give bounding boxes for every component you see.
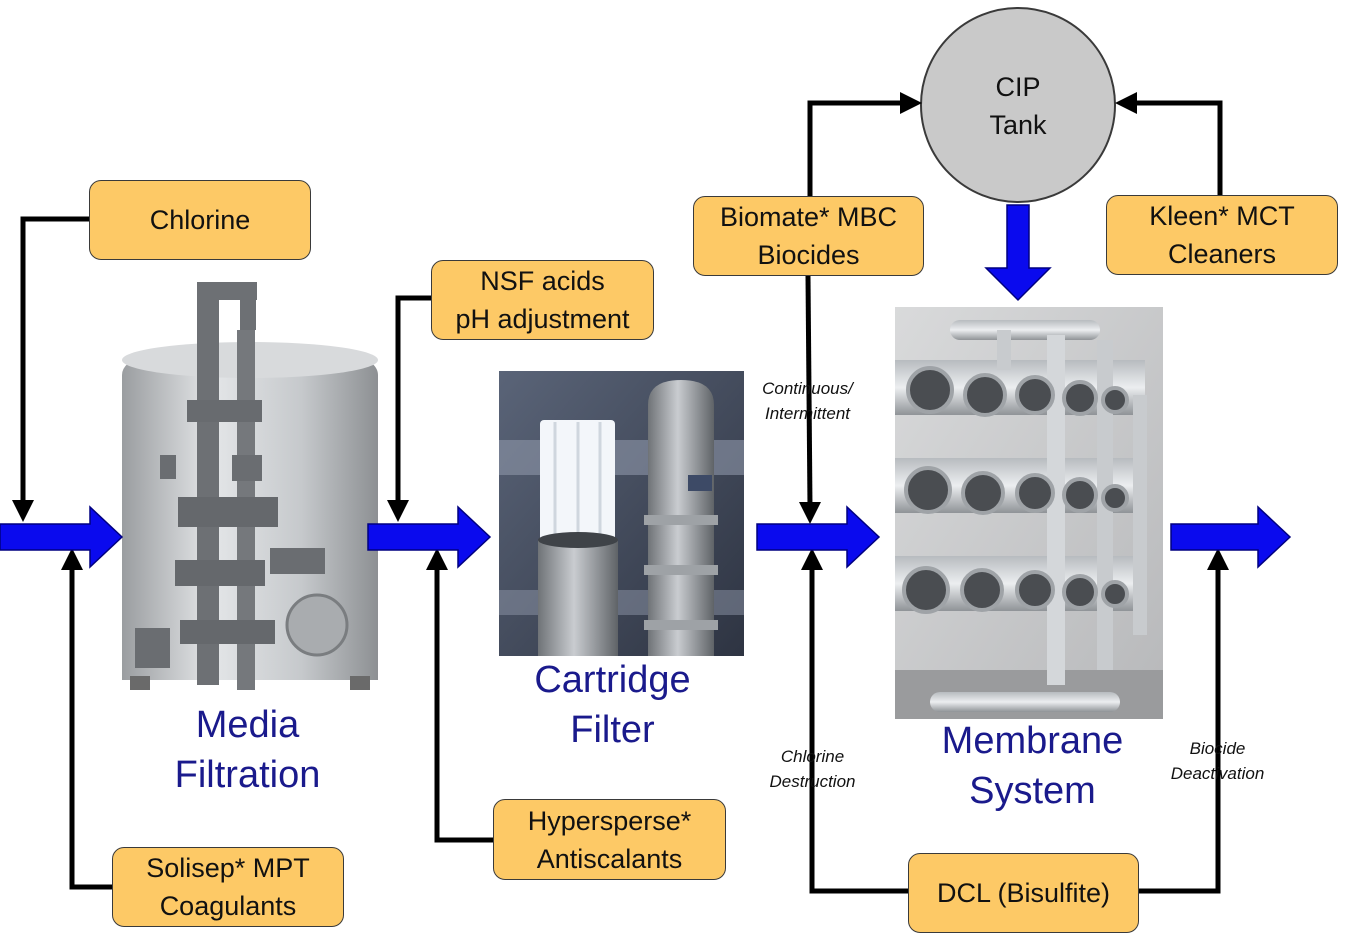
solisep-arrowhead-icon [61, 548, 83, 570]
biomate-line-2: Biocides [757, 240, 860, 270]
kleen-to-cip-line [1130, 100, 1223, 195]
dcl-right-line [1139, 565, 1221, 894]
media-filtration-line-1: Media [195, 704, 300, 746]
biomate-box: Biomate* MBC Biocides [693, 196, 924, 276]
media-filtration-line-2: Filtration [174, 754, 321, 796]
chlorine-label: Chlorine [149, 205, 251, 235]
continuous-note-line-1: Continuous/ [762, 379, 853, 398]
chlorine-destruction-line-1: Chlorine [780, 747, 845, 766]
chlorine-arrowhead-icon [12, 500, 34, 522]
biomate-to-cip-arrowhead-icon [900, 92, 922, 114]
cip-tank-label: CIP Tank [958, 68, 1078, 144]
flow-arrow-media-to-cartridge-icon [367, 505, 492, 569]
solisep-box: Solisep* MPT Coagulants [112, 847, 344, 927]
hypersperse-feed-line [434, 565, 494, 843]
nsf-acids-feed-line [395, 295, 432, 505]
nsf-acids-box: NSF acids pH adjustment [431, 260, 654, 340]
dcl-label: DCL (Bisulfite) [936, 878, 1111, 908]
cartridge-filter-line-1: Cartridge [534, 659, 691, 701]
cartridge-filter-title: Cartridge Filter [505, 655, 720, 755]
nsf-acids-arrowhead-icon [387, 500, 409, 522]
biomate-feed-arrowhead-icon [799, 502, 821, 524]
biocide-deactivation-line-1: Biocide [1189, 739, 1246, 758]
dcl-box: DCL (Bisulfite) [908, 853, 1139, 933]
cartridge-filter-line-2: Filter [570, 709, 655, 751]
media-filtration-title: Media Filtration [140, 700, 355, 800]
cip-tank-line-2: Tank [989, 110, 1047, 140]
chlorine-feed-line [20, 216, 90, 505]
hypersperse-line-1: Hypersperse* [527, 805, 692, 836]
biocide-deactivation-line-2: Deactivation [1170, 764, 1265, 783]
kleen-box: Kleen* MCT Cleaners [1106, 195, 1338, 275]
flow-arrow-cip-to-membrane-icon [984, 204, 1052, 302]
cip-tank-circle [920, 7, 1116, 203]
hypersperse-box: Hypersperse* Antiscalants [493, 799, 726, 880]
kleen-to-cip-arrowhead-icon [1115, 92, 1137, 114]
hypersperse-line-2: Antiscalants [536, 843, 683, 874]
nsf-acids-line-2: pH adjustment [455, 304, 630, 334]
membrane-system-line-1: Membrane [941, 720, 1124, 762]
membrane-system-image [895, 307, 1163, 719]
dcl-left-line [809, 565, 909, 894]
connector-lines [20, 100, 1223, 894]
hypersperse-arrowhead-icon [426, 548, 448, 570]
dcl-right-arrowhead-icon [1207, 548, 1229, 570]
kleen-line-1: Kleen* MCT [1149, 201, 1295, 231]
biomate-to-cip-line [807, 100, 905, 197]
flow-arrow-cartridge-to-membrane-icon [756, 505, 881, 569]
cip-tank-line-1: CIP [995, 72, 1041, 102]
kleen-line-2: Cleaners [1167, 239, 1277, 269]
chlorine-destruction-note: Chlorine Destruction [745, 744, 880, 794]
solisep-line-1: Solisep* MPT [146, 853, 310, 883]
biomate-feed-line [805, 275, 813, 508]
solisep-feed-line [69, 565, 113, 890]
flow-arrows [0, 204, 1292, 569]
biocide-deactivation-note: Biocide Deactivation [1150, 736, 1285, 786]
continuous-note-line-2: Intermittent [764, 404, 851, 423]
nsf-acids-line-1: NSF acids [480, 266, 605, 296]
biomate-line-1: Biomate* MBC [719, 202, 898, 232]
flow-arrow-outlet-icon [1170, 505, 1292, 569]
chlorine-box: Chlorine [89, 180, 311, 260]
solisep-line-2: Coagulants [159, 891, 297, 921]
membrane-system-line-2: System [969, 770, 1096, 812]
dcl-left-arrowhead-icon [801, 548, 823, 570]
continuous-note: Continuous/ Intermittent [740, 376, 875, 426]
membrane-system-title: Membrane System [915, 716, 1150, 816]
cartridge-filter-image [499, 371, 744, 656]
chlorine-destruction-line-2: Destruction [769, 772, 856, 791]
media-filter-image [122, 282, 378, 690]
flow-arrow-inlet-icon [0, 505, 124, 569]
connector-arrowheads [12, 92, 1229, 570]
